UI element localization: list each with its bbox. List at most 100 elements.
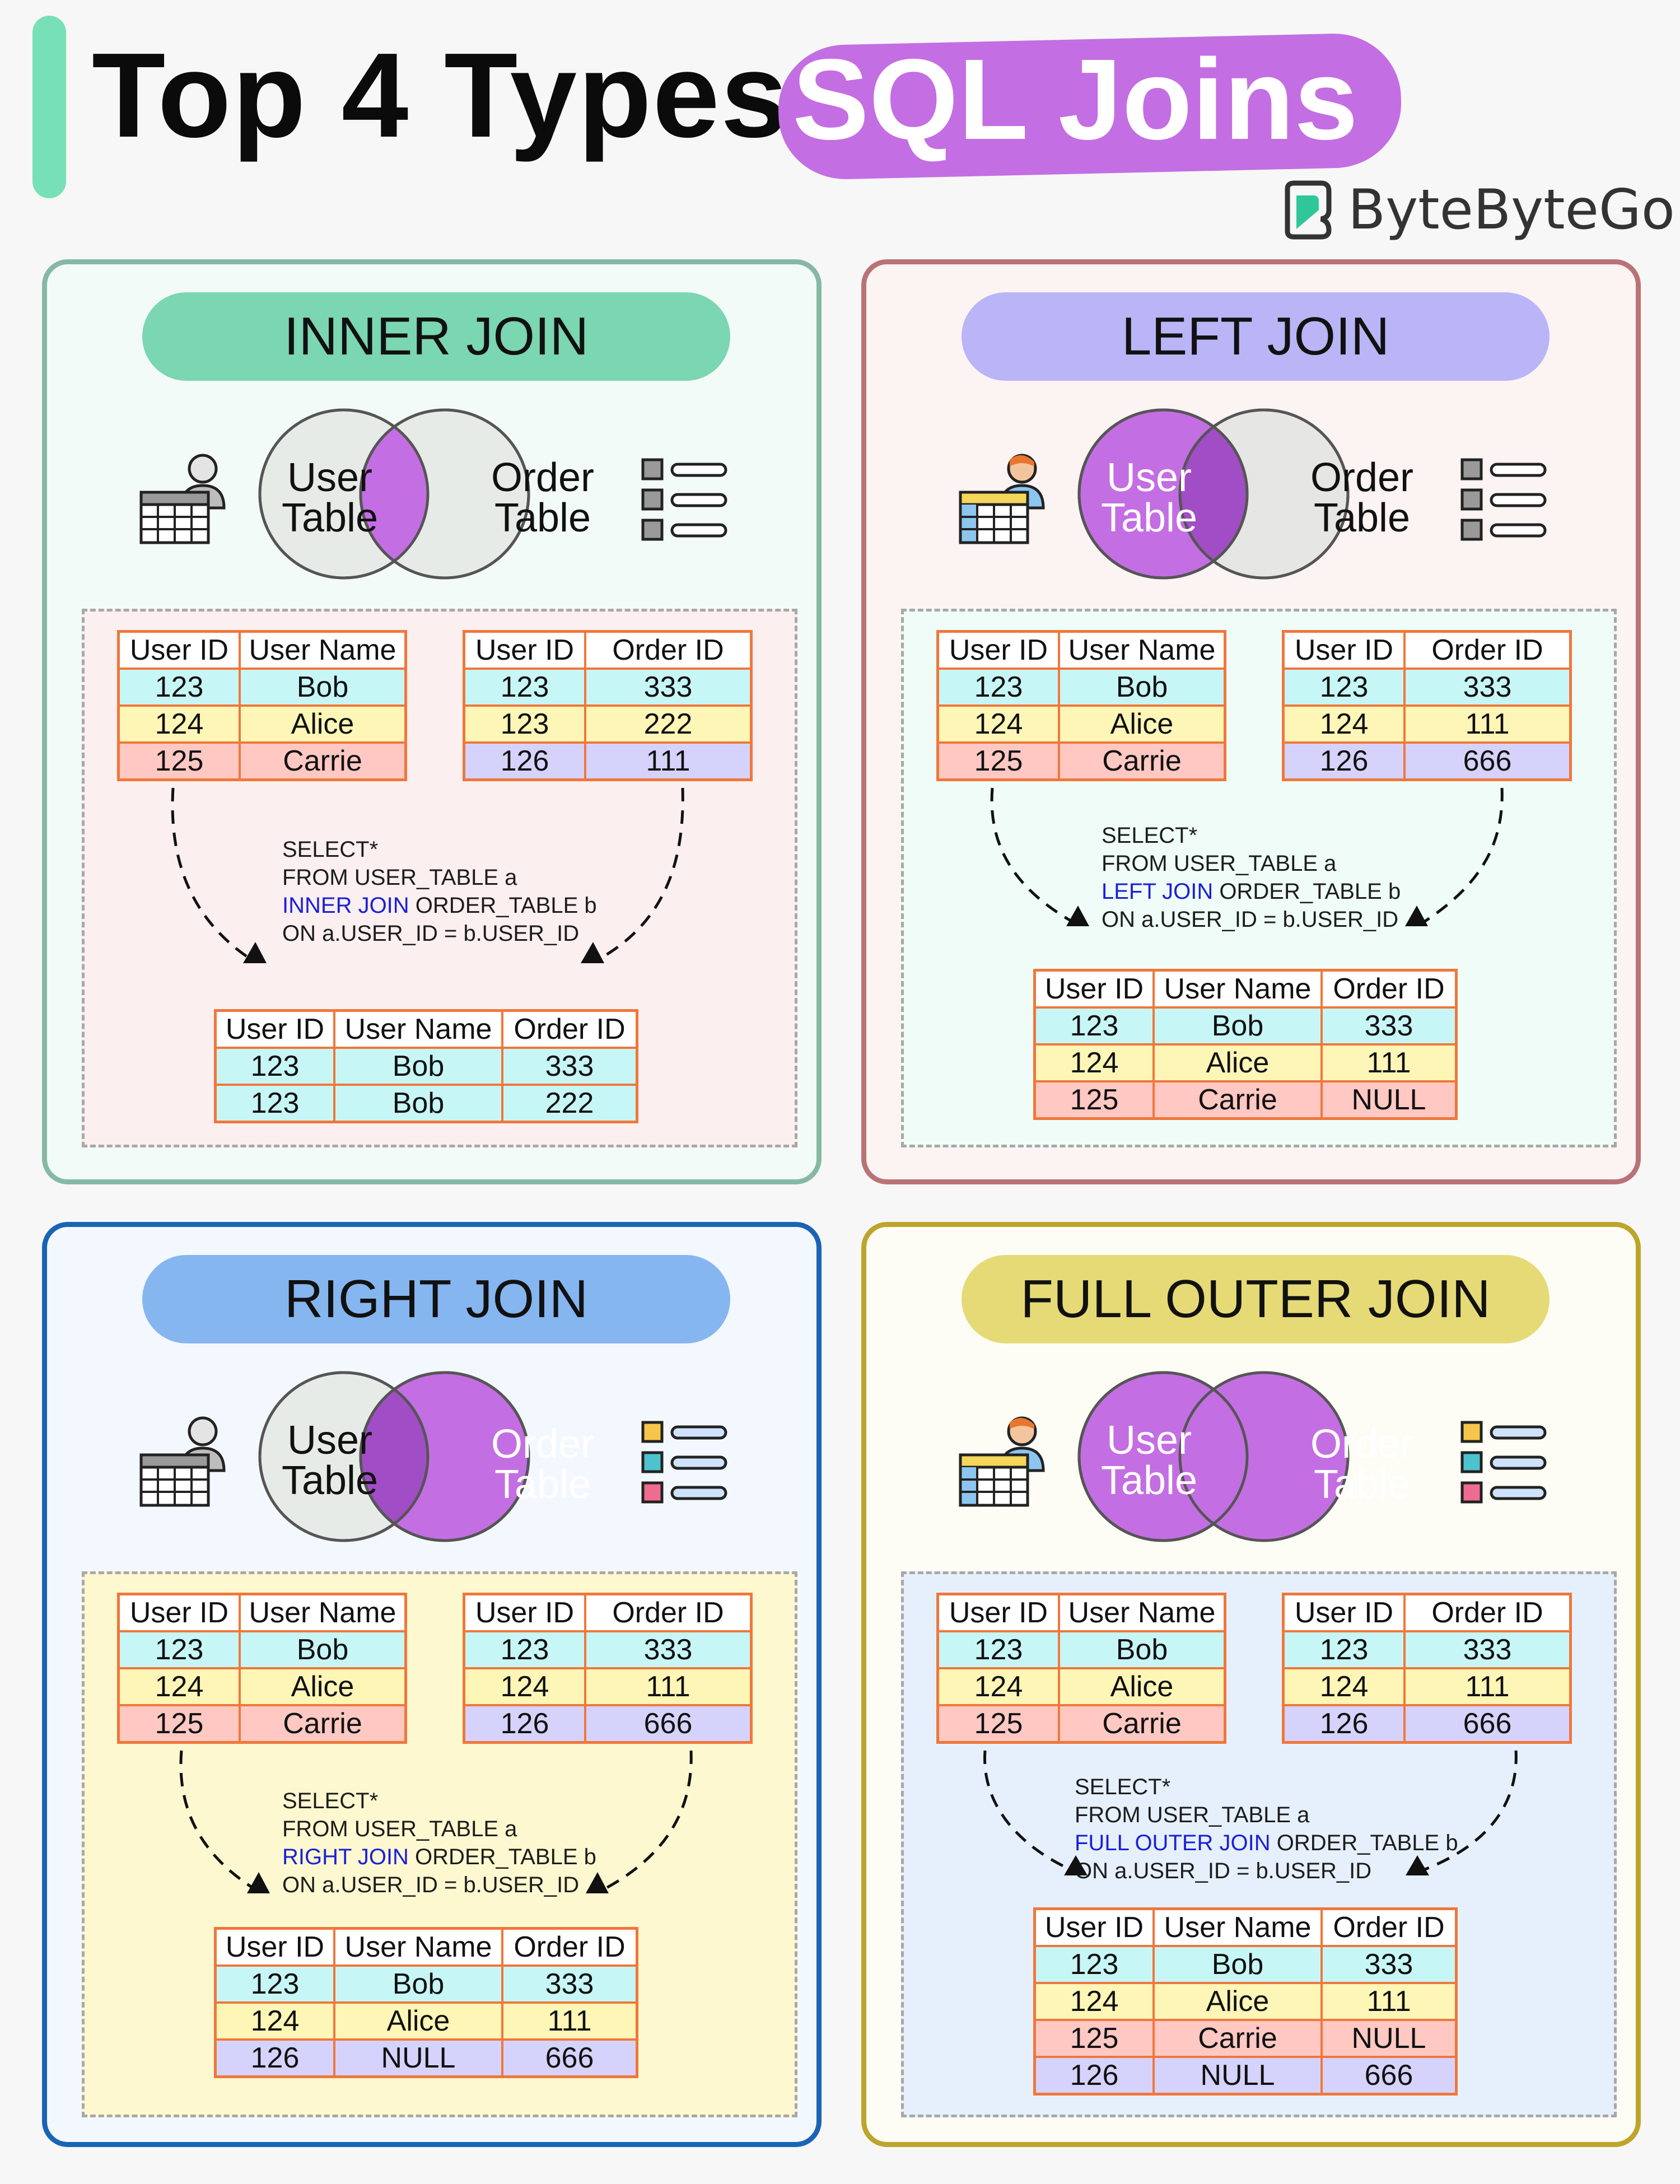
- sql-line: SELECT*: [1102, 823, 1198, 848]
- table-cell: 124: [117, 704, 241, 744]
- table-header: Order ID: [1403, 630, 1572, 670]
- table-header: Order ID: [501, 1009, 638, 1049]
- table-cell: Bob: [1152, 1006, 1323, 1046]
- table-cell: Alice: [333, 2001, 503, 2041]
- sql-line: ON a.USER_ID = b.USER_ID: [282, 921, 580, 946]
- venn-user-label: User Table: [1100, 1418, 1198, 1503]
- table-header: Order ID: [1403, 1593, 1572, 1632]
- table-header: User ID: [214, 1009, 335, 1049]
- table-cell: Carrie: [1152, 1080, 1323, 1120]
- sql-line: SELECT*: [1075, 1775, 1171, 1799]
- sql-line: FROM USER_TABLE a: [282, 865, 517, 890]
- join-title: FULL OUTER JOIN: [962, 1255, 1550, 1343]
- table-cell: Alice: [1058, 704, 1226, 744]
- table-cell: 333: [1320, 1945, 1458, 1984]
- table-cell: 123: [1033, 1006, 1155, 1046]
- table-header: User Name: [1058, 630, 1226, 670]
- venn-user-label: User Table: [281, 1418, 379, 1503]
- table-cell: 111: [1320, 1982, 1458, 2021]
- table-cell: 666: [1403, 741, 1572, 781]
- panel-full-outer-join: FULL OUTER JOIN User Table Order Table U…: [861, 1222, 1641, 2147]
- table-cell: Alice: [239, 704, 407, 744]
- table-header: User ID: [936, 630, 1060, 670]
- table-cell: 124: [1033, 1982, 1155, 2021]
- arrow-head-icon: [1064, 1855, 1088, 1875]
- table-cell: Carrie: [1058, 1704, 1226, 1744]
- arrow-head-icon: [1406, 1855, 1429, 1875]
- table-cell: 123: [1282, 1630, 1406, 1669]
- table-header: User ID: [463, 630, 586, 670]
- sql-line: ON a.USER_ID = b.USER_ID: [282, 1873, 580, 1897]
- table-cell: Bob: [333, 1964, 503, 2004]
- venn-order-label: Order Table: [1310, 455, 1414, 540]
- sql-line: ON a.USER_ID = b.USER_ID: [1075, 1859, 1372, 1883]
- sql-line: FROM USER_TABLE a: [1102, 851, 1337, 876]
- table-header: Order ID: [584, 1593, 753, 1632]
- table-cell: 333: [584, 668, 753, 707]
- join-title: INNER JOIN: [142, 292, 730, 381]
- table-header: User Name: [239, 630, 407, 670]
- table-cell: 124: [936, 704, 1060, 744]
- sql-line: FROM USER_TABLE a: [282, 1817, 517, 1841]
- table-cell: 111: [1320, 1043, 1458, 1082]
- table-header: Order ID: [584, 630, 753, 670]
- arrow-head-icon: [1405, 906, 1428, 926]
- table-cell: 333: [1320, 1006, 1458, 1046]
- table-cell: 666: [501, 2038, 638, 2078]
- flow-arrows: [171, 787, 684, 963]
- table-header: User Name: [1152, 1907, 1323, 1947]
- table-cell: Bob: [239, 1630, 407, 1669]
- table-cell: 124: [463, 1667, 586, 1706]
- panel-left-join: LEFT JOIN User Table Order Table User ID…: [861, 259, 1641, 1184]
- table-cell: 333: [501, 1964, 638, 2004]
- table-cell: 123: [117, 668, 241, 707]
- venn-order-label: Order Table: [491, 455, 595, 540]
- table-cell: Bob: [1152, 1945, 1323, 1984]
- sql-join-keyword: INNER JOIN: [282, 893, 409, 918]
- venn-diagram: [1077, 1371, 1350, 1542]
- sql-query: SELECT* FROM USER_TABLE a RIGHT JOIN ORD…: [282, 1787, 596, 1899]
- sql-join-keyword: RIGHT JOIN: [282, 1845, 409, 1869]
- arrow-head-icon: [243, 942, 267, 963]
- table-cell: Bob: [333, 1084, 503, 1123]
- table-cell: Carrie: [1058, 741, 1226, 781]
- table-cell: 123: [214, 1084, 335, 1123]
- table-header: User ID: [1033, 1907, 1155, 1947]
- table-header: Order ID: [1320, 969, 1458, 1009]
- table-cell: 123: [214, 1964, 335, 2004]
- venn-intersection: [361, 410, 428, 578]
- arrow-head-icon: [247, 1872, 270, 1893]
- sql-join-keyword: FULL OUTER JOIN: [1075, 1831, 1271, 1855]
- table-cell: Alice: [1152, 1982, 1323, 2021]
- sql-query: SELECT* FROM USER_TABLE a LEFT JOIN ORDE…: [1102, 822, 1401, 934]
- table-cell: Bob: [333, 1047, 503, 1086]
- table-cell: 666: [1320, 2056, 1458, 2096]
- table-cell: 124: [214, 2001, 335, 2041]
- table-cell: 124: [1282, 704, 1406, 744]
- table-cell: Alice: [1152, 1043, 1323, 1082]
- table-header: User ID: [117, 630, 241, 670]
- arrow-head-icon: [581, 942, 604, 963]
- table-cell: 123: [1033, 1945, 1155, 1984]
- table-cell: Carrie: [239, 1704, 407, 1744]
- sql-line: ON a.USER_ID = b.USER_ID: [1102, 907, 1399, 932]
- sql-query: SELECT* FROM USER_TABLE a FULL OUTER JOI…: [1075, 1773, 1458, 1885]
- table-cell-null: NULL: [333, 2038, 503, 2078]
